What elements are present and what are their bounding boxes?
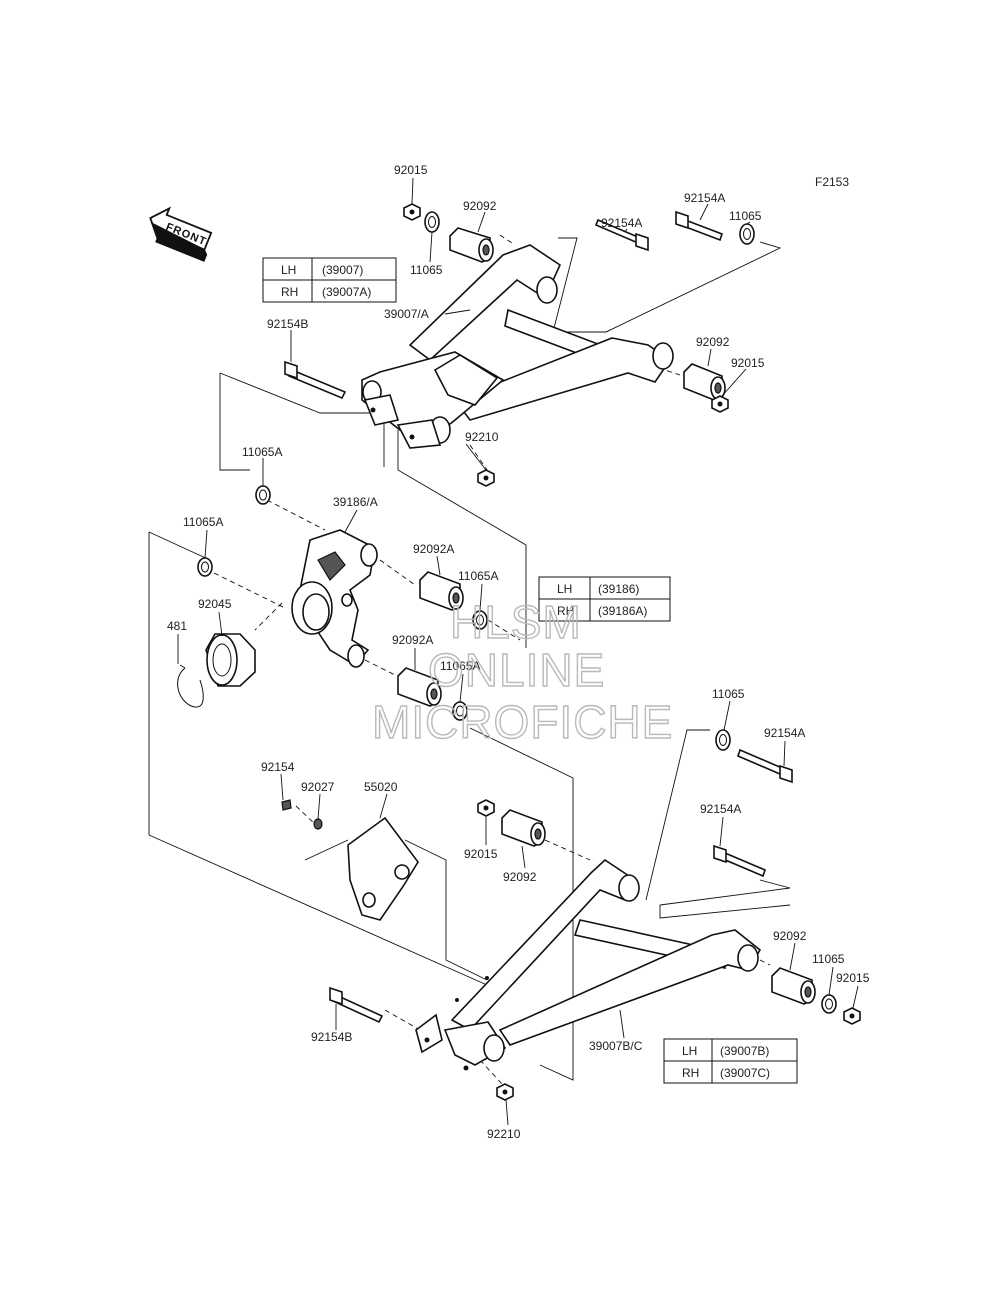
knuckle	[291, 529, 378, 668]
part-label: 92092	[503, 870, 537, 884]
part-label: 481	[167, 619, 187, 633]
side-table-knuckle: LH (39186) RH (39186A)	[538, 576, 671, 622]
part-label: 11065A	[440, 659, 480, 673]
upper-a-arm	[361, 244, 674, 449]
side-table-lower-arm: LH (39007B) RH (39007C)	[663, 1038, 798, 1084]
table-part-lh: (39007)	[322, 263, 363, 277]
part-label: 92154A	[700, 802, 741, 816]
side-table-upper-arm: LH (39007) RH (39007A)	[262, 257, 397, 303]
part-label: 11065	[729, 209, 762, 223]
part-label: 92154A	[684, 191, 725, 205]
part-label: 39186/A	[333, 495, 378, 509]
part-label: 39007B/C	[589, 1039, 643, 1053]
part-label: 92154	[261, 760, 295, 774]
front-arrow-icon: FRONT	[149, 206, 213, 262]
table-side-rh: RH	[281, 285, 298, 299]
part-label: 92092	[696, 335, 730, 349]
hardware-lower	[329, 729, 861, 1101]
leader-lines	[177, 177, 859, 1126]
table-side-lh: LH	[281, 263, 296, 277]
part-label: 11065A	[183, 515, 223, 529]
figure-code: F2153	[815, 175, 849, 189]
part-label: 92092	[463, 199, 497, 213]
part-label: 55020	[364, 780, 398, 794]
part-label: 92015	[731, 356, 765, 370]
table-part-rh: (39007A)	[322, 285, 371, 299]
part-label: 11065	[812, 952, 845, 966]
part-label: 92092	[773, 929, 807, 943]
part-label: 92015	[836, 971, 870, 985]
lower-a-arm	[415, 858, 762, 1071]
guard-plate	[281, 799, 419, 921]
part-label: 92154A	[764, 726, 805, 740]
hardware-upper	[284, 203, 755, 487]
part-label: 11065A	[242, 445, 282, 459]
table-part-rh: (39186A)	[598, 604, 647, 618]
watermark-line3: MICROFICHE	[372, 696, 673, 748]
table-side-lh: LH	[557, 582, 572, 596]
table-side-rh: RH	[557, 604, 574, 618]
part-label: 11065	[712, 687, 745, 701]
part-label: 39007/A	[384, 307, 429, 321]
part-label: 92154B	[267, 317, 308, 331]
part-label: 92154A	[601, 216, 642, 230]
watermark-line1: HLSM	[450, 596, 582, 648]
part-label: 92092A	[392, 633, 433, 647]
part-label: 92092A	[413, 542, 454, 556]
part-label: 11065A	[458, 569, 498, 583]
watermark: HLSM ONLINE MICROFICHE	[371, 595, 673, 748]
part-label: 92027	[301, 780, 335, 794]
part-label: 92210	[487, 1127, 521, 1141]
part-label: 92015	[464, 847, 498, 861]
part-label: 92210	[465, 430, 499, 444]
watermark-line2: ONLINE	[428, 644, 605, 696]
table-part-lh: (39007B)	[720, 1044, 769, 1058]
table-part-lh: (39186)	[598, 582, 639, 596]
part-label: 11065	[410, 263, 443, 277]
part-labels: 92015 92092 11065 92154A 92154A 11065 39…	[167, 163, 870, 1141]
table-side-rh: RH	[682, 1066, 699, 1080]
part-label: 92015	[394, 163, 428, 177]
part-label: 92154B	[311, 1030, 352, 1044]
table-part-rh: (39007C)	[720, 1066, 770, 1080]
table-side-lh: LH	[682, 1044, 697, 1058]
part-label: 92045	[198, 597, 232, 611]
